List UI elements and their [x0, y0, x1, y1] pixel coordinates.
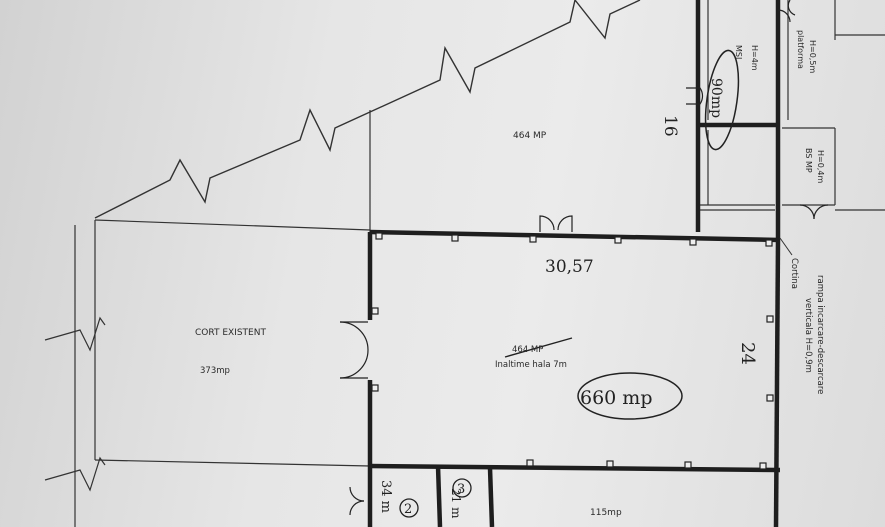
msi-area-hand: 90mp [708, 78, 724, 118]
door-symbols [339, 0, 829, 516]
dim-16-hand: 16 [660, 115, 680, 137]
ramp-label-2: verticala H=0,9m [803, 298, 813, 373]
msi-label: MSI [734, 45, 743, 59]
hand-circle-3 [452, 478, 472, 498]
structural-columns [371, 232, 774, 470]
room2-area-hand: 34 m [378, 480, 393, 513]
cortina-leader [779, 237, 793, 256]
room3-number: 3 [457, 482, 465, 497]
cortina-label: Cortina [789, 258, 799, 289]
diagonal-boundary-line [94, 0, 641, 219]
hand-ellipse-660 [577, 372, 683, 420]
ramp-label-1: rampa incarcare-descarcare [815, 275, 825, 394]
dim-depth-hand: 24 [737, 342, 758, 365]
strike-through [504, 337, 573, 358]
room3-area-hand: 21 m [449, 488, 463, 519]
platform-label: platforma [796, 30, 805, 69]
hand-circle-2 [399, 498, 419, 518]
cort-area-label: 373mp [200, 366, 230, 376]
right-partitions [700, 0, 885, 211]
hall-height-note: Inaltime hala 7m [495, 360, 567, 370]
bs-label: BS MP [804, 148, 813, 173]
main-hall-walls [367, 0, 781, 527]
hand-ellipse-90 [704, 49, 740, 151]
hall-area-hand: 660 mp [580, 387, 652, 409]
platform-height: H=0,5m [808, 40, 817, 73]
bottom-area-label: 115mp [590, 508, 622, 518]
bs-height: H=0,4m [816, 150, 825, 183]
cort-existent-outline [44, 110, 371, 527]
msi-height: H=4m [750, 45, 759, 71]
area-top-label: 464 MP [513, 131, 547, 141]
hall-area-struck: 464 MP [512, 345, 543, 355]
dim-width-hand: 30,57 [545, 257, 594, 277]
cort-label: CORT EXISTENT [195, 328, 266, 338]
room2-number: 2 [404, 502, 412, 517]
